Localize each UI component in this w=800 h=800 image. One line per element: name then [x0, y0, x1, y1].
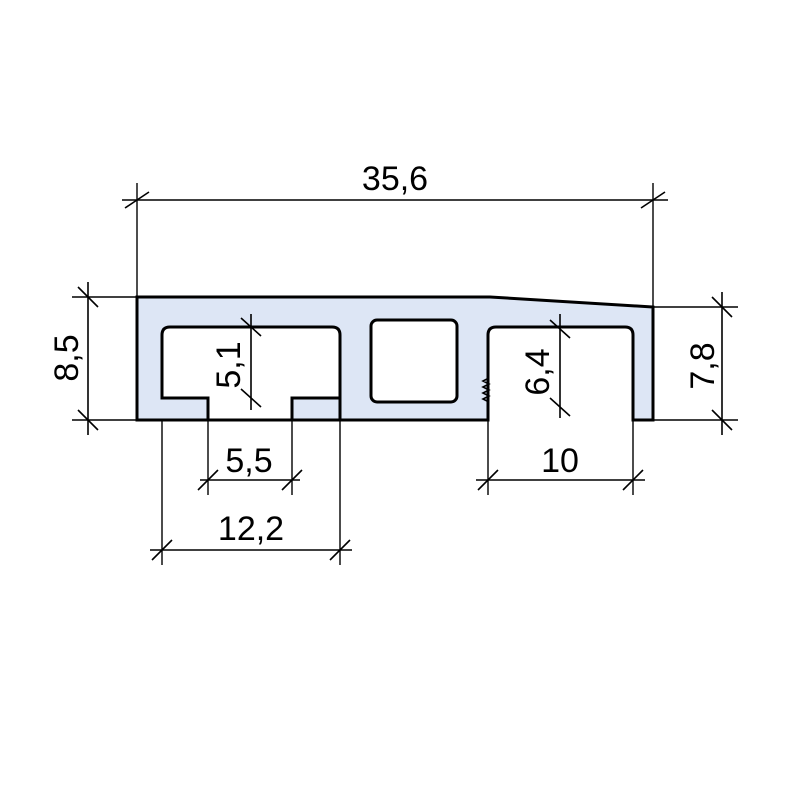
label-right-channel-width: 10 [541, 442, 579, 480]
dim-right-channel-depth: 6,4 [519, 314, 571, 418]
serration [481, 377, 491, 403]
label-channel-width: 12,2 [218, 510, 284, 548]
dim-overall-width: 35,6 [122, 160, 668, 307]
dim-right-channel-width: 10 [476, 420, 645, 495]
dim-overall-height: 8,5 [48, 282, 137, 435]
middle-chamber [369, 318, 459, 404]
label-overall-width: 35,6 [362, 160, 428, 198]
label-right-channel-depth: 6,4 [519, 348, 557, 395]
dim-slot-opening: 5,5 [197, 420, 303, 495]
label-slot-opening: 5,5 [225, 442, 272, 480]
label-right-height: 7,8 [684, 342, 722, 389]
dim-channel-depth: 5,1 [210, 314, 262, 410]
label-channel-depth: 5,1 [210, 341, 248, 388]
label-overall-height: 8,5 [48, 334, 86, 381]
dim-right-height: 7,8 [653, 292, 738, 435]
dim-channel-width: 12,2 [150, 420, 352, 565]
